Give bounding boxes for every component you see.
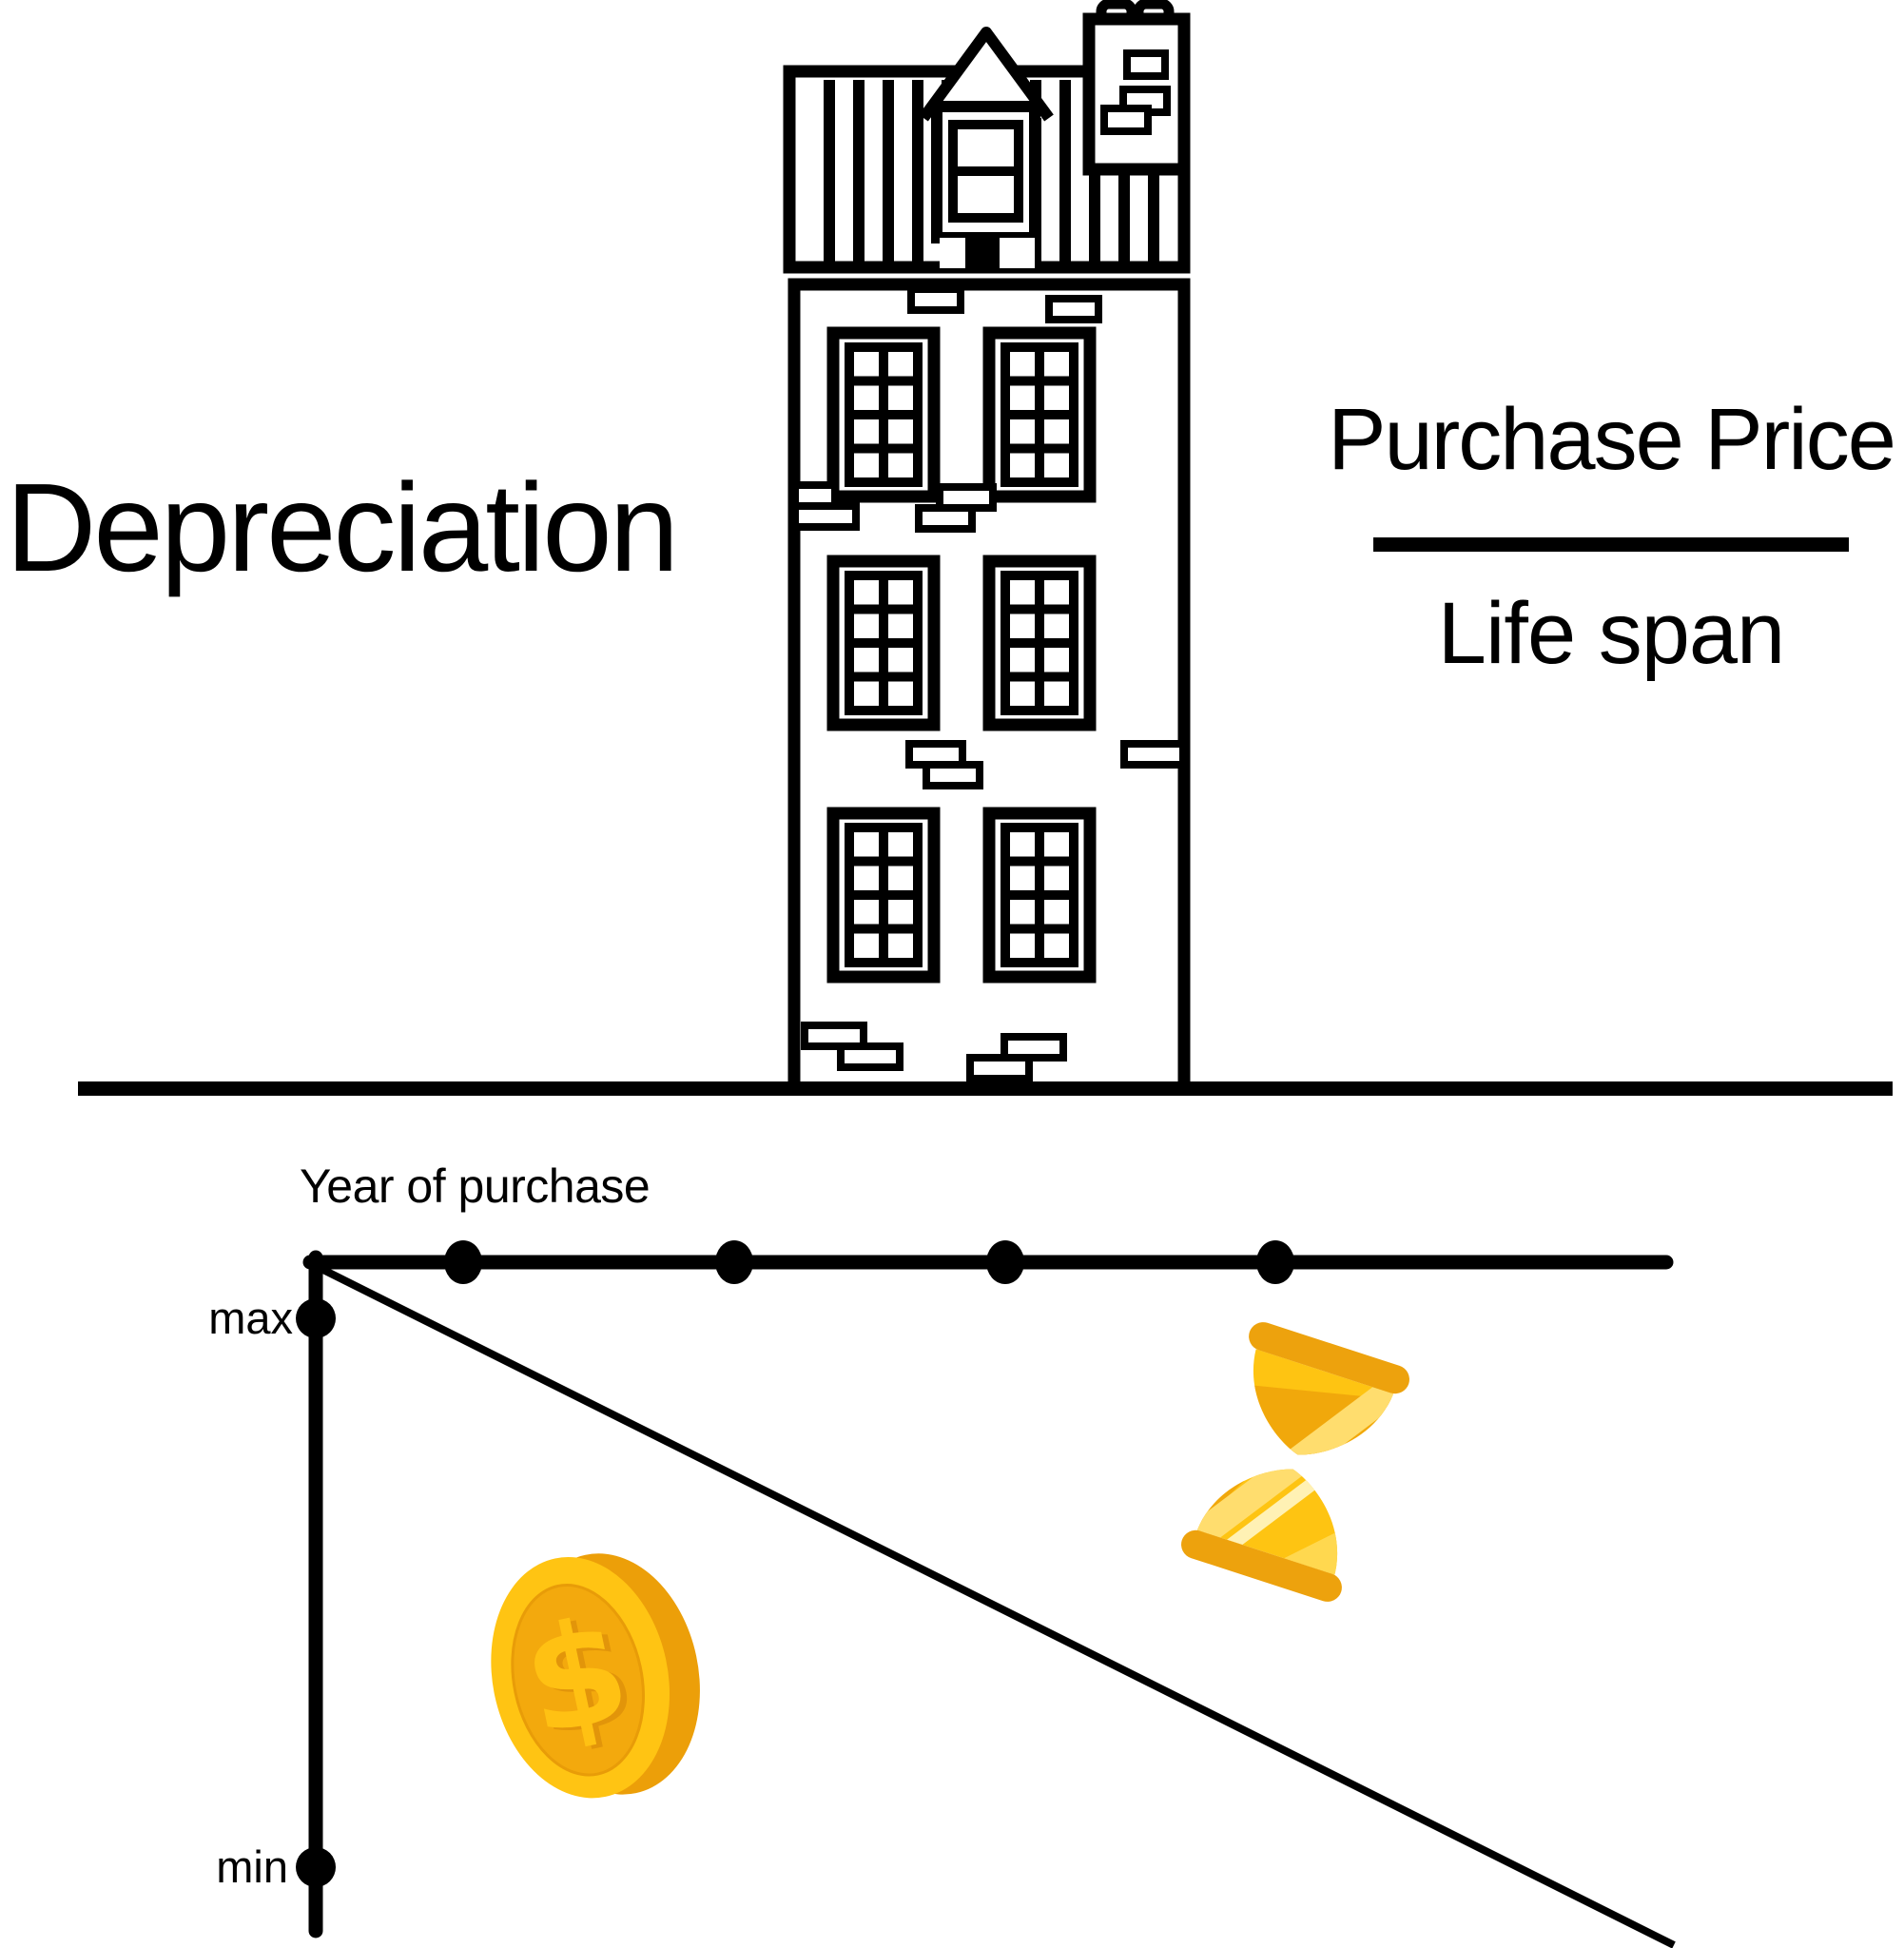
page-title: Depreciation	[6, 458, 679, 597]
ground-line	[78, 1081, 1893, 1096]
window	[989, 333, 1090, 497]
max-point	[296, 1298, 336, 1338]
y-min-label: min	[216, 1841, 288, 1892]
building-icon	[783, 0, 1191, 1096]
axis-tick-dot	[444, 1240, 482, 1284]
window	[989, 813, 1090, 977]
y-max-label: max	[208, 1293, 293, 1343]
window	[833, 813, 934, 977]
chimney	[1082, 0, 1191, 176]
dormer	[919, 27, 1054, 269]
fraction-bar	[1373, 537, 1849, 553]
formula-denominator: Life span	[1437, 585, 1785, 683]
x-axis-tick-dots	[444, 1240, 1294, 1284]
facade-bricks	[791, 285, 1187, 1082]
depreciation-graph	[296, 1240, 1676, 1948]
axis-tick-dot	[1256, 1240, 1294, 1284]
axis-tick-dot	[715, 1240, 753, 1284]
window	[833, 333, 934, 497]
depreciation-line	[320, 1265, 1676, 1948]
min-point	[296, 1847, 336, 1887]
hourglass-icon	[1181, 1322, 1409, 1602]
axis-tick-dot	[986, 1240, 1024, 1284]
x-axis-label: Year of purchase	[300, 1159, 651, 1213]
formula-numerator: Purchase Price	[1328, 391, 1896, 488]
window	[989, 561, 1090, 725]
window	[833, 561, 934, 725]
dollar-coin-icon: $ $	[491, 1553, 700, 1799]
depreciation-formula: Purchase Price Life span	[1320, 391, 1902, 683]
